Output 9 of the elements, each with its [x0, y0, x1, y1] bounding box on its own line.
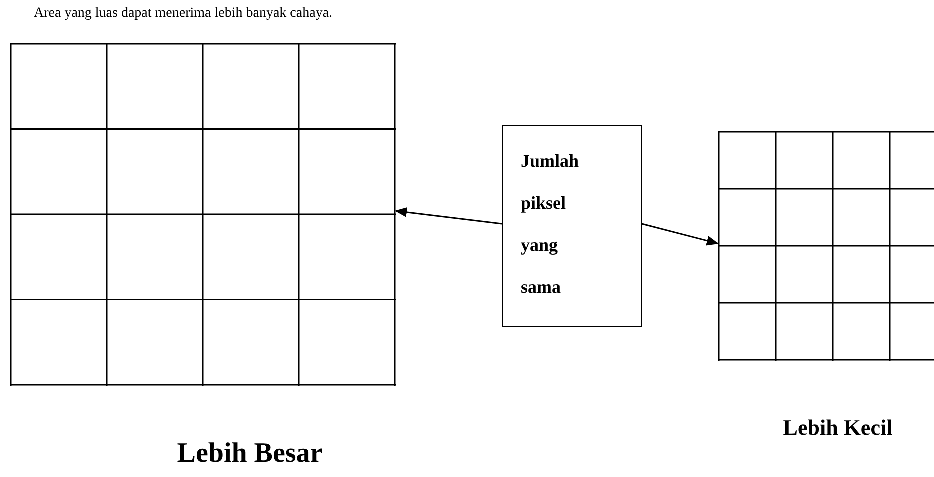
grid-drawing	[10, 43, 396, 386]
box-text: Jumlah piksel yang sama	[521, 150, 580, 299]
arrow	[642, 223, 719, 246]
caption-text: Lebih Besar	[176, 438, 324, 470]
grid-drawing	[718, 131, 934, 361]
arrow	[395, 207, 502, 225]
caption-text: Lebih Kecil	[782, 415, 894, 441]
text-box	[502, 125, 642, 327]
title: Area yang luas dapat menerima lebih banyak cahaya.	[34, 6, 333, 22]
